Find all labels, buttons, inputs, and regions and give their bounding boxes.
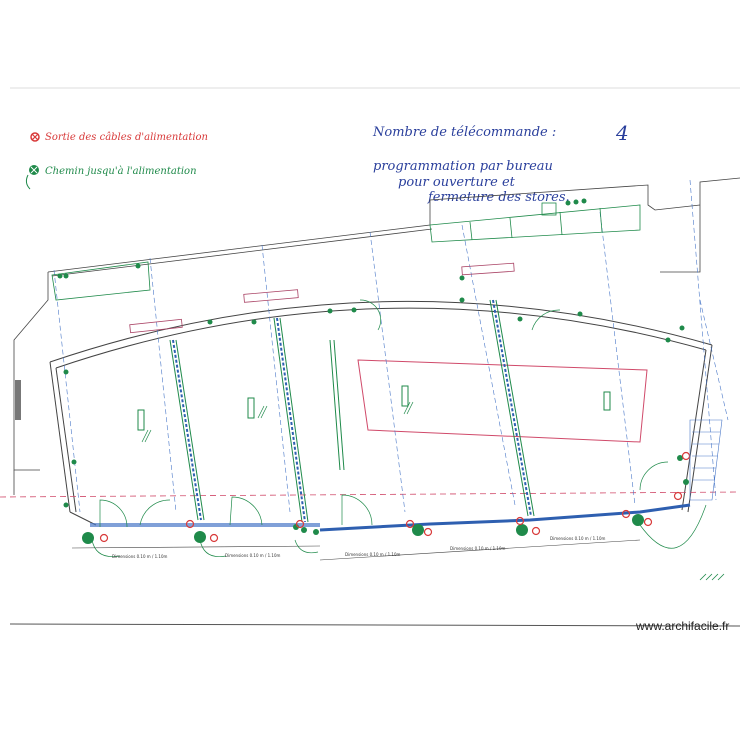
cable-exit-icon [30, 132, 40, 142]
dimension-label: Dimensions 0.10 m / 1.10m [225, 553, 280, 558]
watermark: www.archifacile.fr [636, 619, 730, 633]
programming-line-3: fermeture des stores. [427, 190, 570, 205]
doors [91, 299, 707, 557]
partitions [169, 299, 535, 523]
fixtures [129, 202, 557, 334]
dimension-labels: Dimensions 0.10 m / 1.10m Dimensions 0.1… [112, 536, 605, 559]
grid-lines [53, 179, 729, 513]
desks [137, 385, 611, 431]
remotes-label: Nombre de télécommande : [372, 125, 556, 140]
pink-dashed-line [0, 491, 741, 498]
dimension-label: Dimensions 0.10 m / 1.10m [345, 552, 400, 557]
programming-line-2: pour ouverture et [398, 175, 516, 190]
programming-line-1: programmation par bureau [373, 159, 553, 174]
meeting-area [357, 359, 648, 443]
dimension-label: Dimensions 0.10 m / 1.10m [450, 546, 505, 551]
building-shell [13, 177, 741, 495]
cable-exit-markers [99, 451, 691, 543]
window-frames [51, 204, 641, 301]
legend-cable-path: Chemin jusqu'à l'alimentation [45, 166, 197, 177]
sheet-bottom-line [9, 623, 741, 627]
cable-path-markers [57, 198, 689, 544]
bottom-wall [69, 503, 691, 561]
dimension-label: Dimensions 0.10 m / 1.10m [550, 536, 605, 541]
dimension-label: Dimensions 0.10 m / 1.10m [112, 554, 167, 559]
remotes-count: 4 [615, 121, 629, 145]
legend-cable-exit: Sortie des câbles d'alimentation [45, 132, 208, 143]
curved-wall [49, 300, 713, 513]
corner-stair [689, 419, 723, 501]
legend: Sortie des câbles d'alimentation Chemin … [25, 132, 208, 190]
notes: Nombre de télécommande : 4 programmation… [372, 121, 629, 205]
